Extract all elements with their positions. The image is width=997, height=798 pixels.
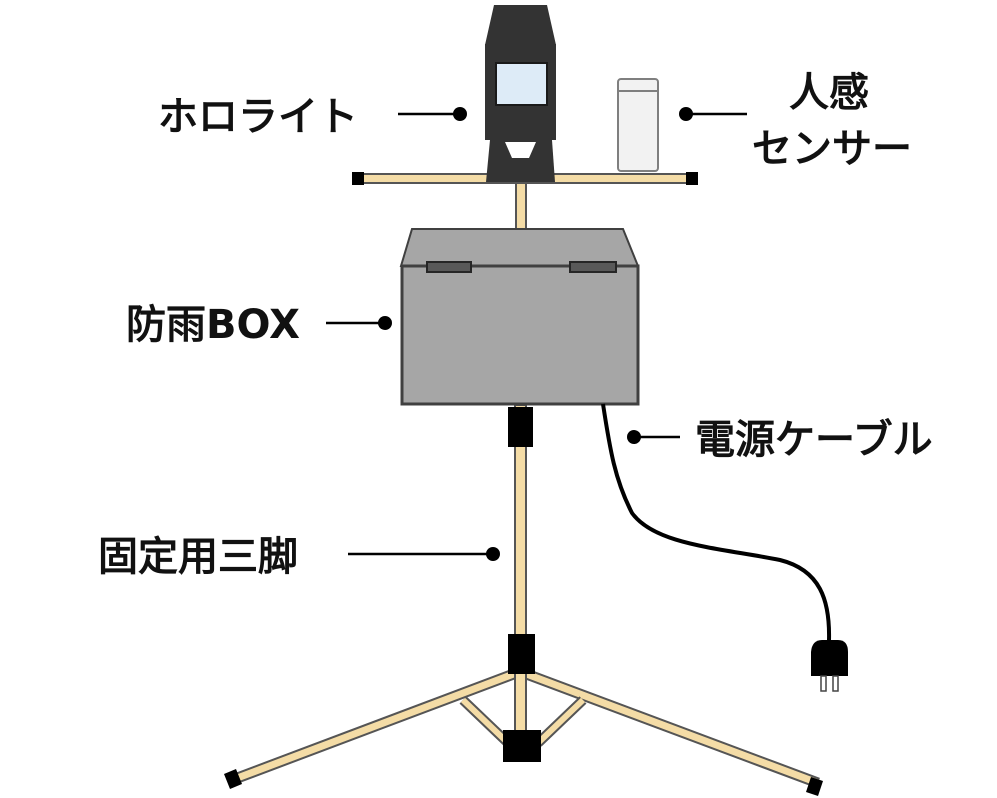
power-plug-prong-left <box>820 675 827 692</box>
tripod-foot-left <box>224 769 242 789</box>
holo-light-notch <box>505 142 536 158</box>
pole-connector-bottom <box>503 730 541 762</box>
label-tripod: 固定用三脚 <box>98 534 298 580</box>
pole-connector-middle <box>508 634 535 674</box>
holo-light-window <box>495 62 548 106</box>
label-sensor-line1: 人感 <box>789 70 869 116</box>
pole-connector-top <box>508 407 533 447</box>
rain-box-latch-right <box>569 261 617 273</box>
rain-box-latch-left <box>426 261 472 273</box>
callout-dot-sensor <box>679 107 693 121</box>
rain-box-body <box>400 264 640 406</box>
callout-dot-tripod <box>486 547 500 561</box>
callouts <box>326 107 747 561</box>
label-holo-light: ホロライト <box>158 94 358 140</box>
power-cable <box>601 403 832 641</box>
tripod-brace-right <box>535 697 586 746</box>
power-plug-icon <box>811 640 848 676</box>
power-cable-assembly <box>601 403 848 692</box>
tripod-leg-right <box>519 668 820 787</box>
motion-sensor <box>617 78 659 172</box>
tripod-pole-lower <box>514 404 527 751</box>
holo-light-top <box>485 5 556 45</box>
holo-light <box>485 5 556 182</box>
power-plug-prong-right <box>832 675 839 692</box>
holo-light-base <box>486 140 555 182</box>
labels: ホロライト 人感 センサー 防雨BOX 電源ケーブル 固定用三脚 <box>98 70 933 580</box>
label-rain-box: 防雨BOX <box>126 302 300 348</box>
crossbar-cap-left <box>352 172 364 185</box>
callout-dot-cable <box>627 430 641 444</box>
callout-dot-holo-light <box>453 107 467 121</box>
tripod-foot-right <box>806 777 823 796</box>
tripod <box>224 404 823 796</box>
rain-box <box>399 228 640 406</box>
callout-dot-rain-box <box>378 316 392 330</box>
label-power-cable: 電源ケーブル <box>695 417 933 463</box>
label-sensor-line2: センサー <box>752 126 912 172</box>
pole-upper <box>515 179 527 231</box>
tripod-brace-left <box>460 697 511 746</box>
tripod-leg-left <box>230 668 521 784</box>
motion-sensor-body <box>617 78 659 172</box>
crossbar-cap-right <box>686 172 698 185</box>
rain-box-lid <box>399 228 640 267</box>
